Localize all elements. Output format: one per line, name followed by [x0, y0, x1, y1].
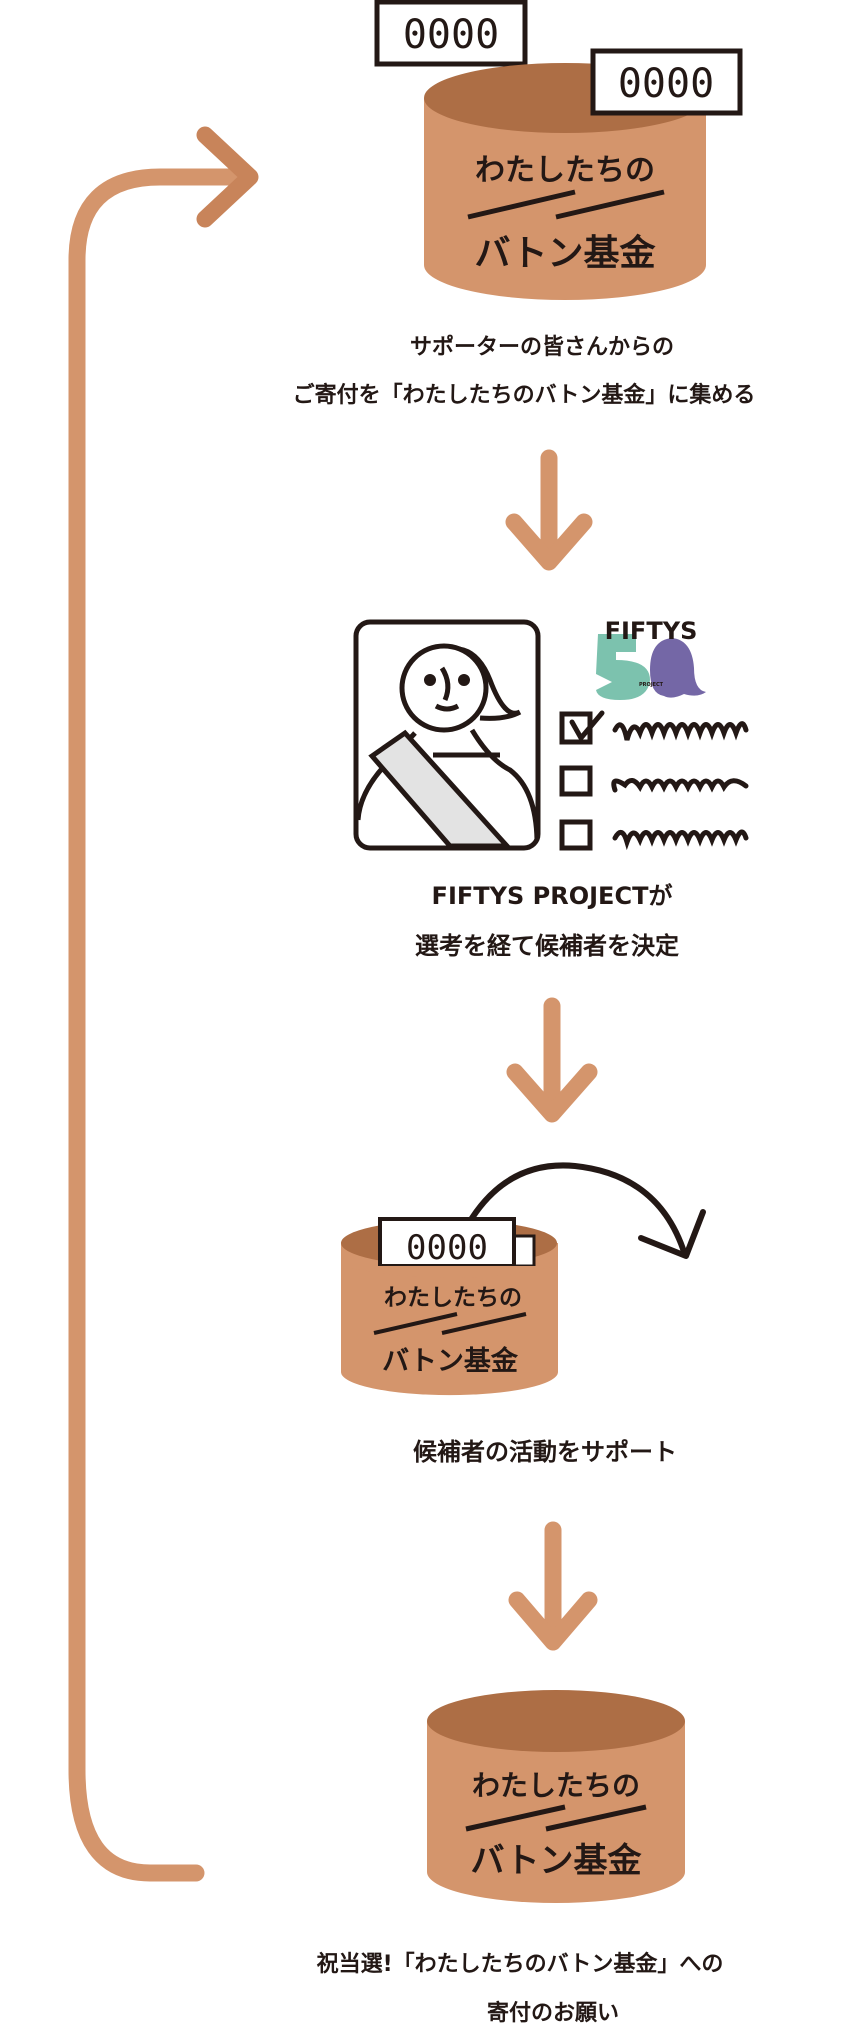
- fund-label-line1: わたしたちの: [475, 153, 655, 188]
- loop-arrow: [68, 126, 259, 1882]
- logo-wordmark: FIFTYS: [605, 617, 698, 645]
- checkbox-icon: [559, 819, 593, 851]
- down-arrow-icon: [505, 449, 593, 571]
- fund-cylinder: わたしたちの バトン基金: [424, 63, 706, 300]
- fund-label-line2: バトン基金: [470, 1841, 642, 1881]
- step1-caption-line1: サポーターの皆さんからの: [410, 334, 674, 360]
- down-arrow-icon: [506, 997, 598, 1123]
- bill-amount: 0000: [618, 61, 714, 107]
- step2-caption-line2: 選考を経て候補者を決定: [415, 932, 679, 960]
- checkmark-icon: [569, 710, 605, 743]
- step4-caption-line1: 祝当選!「わたしたちのバトン基金」への: [317, 1951, 724, 1977]
- fund-label-line2: バトン基金: [382, 1345, 519, 1377]
- step4-caption-line2: 寄付のお願い: [487, 2000, 619, 2026]
- fund-label-line1: わたしたちの: [384, 1285, 522, 1311]
- curved-arrow-icon: [469, 1162, 706, 1259]
- logo-subtext: PROJECT: [639, 682, 664, 688]
- checkbox-icon: [559, 765, 593, 797]
- bill-1: 0000: [374, 0, 528, 67]
- fiftys-project-logo: FIFTYS PROJECT: [596, 617, 706, 700]
- small-fund-cylinder: 0000 わたしたちの バトン基金: [341, 1217, 558, 1396]
- fund-cylinder-final: わたしたちの バトン基金: [427, 1690, 685, 1903]
- step1-caption-line2: ご寄付を「わたしたちのバトン基金」に集める: [293, 382, 756, 408]
- ballot-checklist: [559, 710, 749, 851]
- fund-label-line1: わたしたちの: [472, 1769, 640, 1802]
- candidate-portrait-icon: [353, 619, 541, 851]
- step2-caption-line1: FIFTYS PROJECTが: [432, 882, 673, 910]
- fund-label-line2: バトン基金: [474, 232, 656, 274]
- bill-amount: 0000: [403, 12, 499, 58]
- step1-fund-illustration: 0000 わたしたちの バトン基金 0000: [374, 0, 743, 300]
- step3-caption: 候補者の活動をサポート: [413, 1438, 677, 1466]
- bill-amount: 0000: [406, 1228, 488, 1268]
- down-arrow-icon: [508, 1521, 598, 1651]
- bill-2: 0000: [590, 48, 743, 116]
